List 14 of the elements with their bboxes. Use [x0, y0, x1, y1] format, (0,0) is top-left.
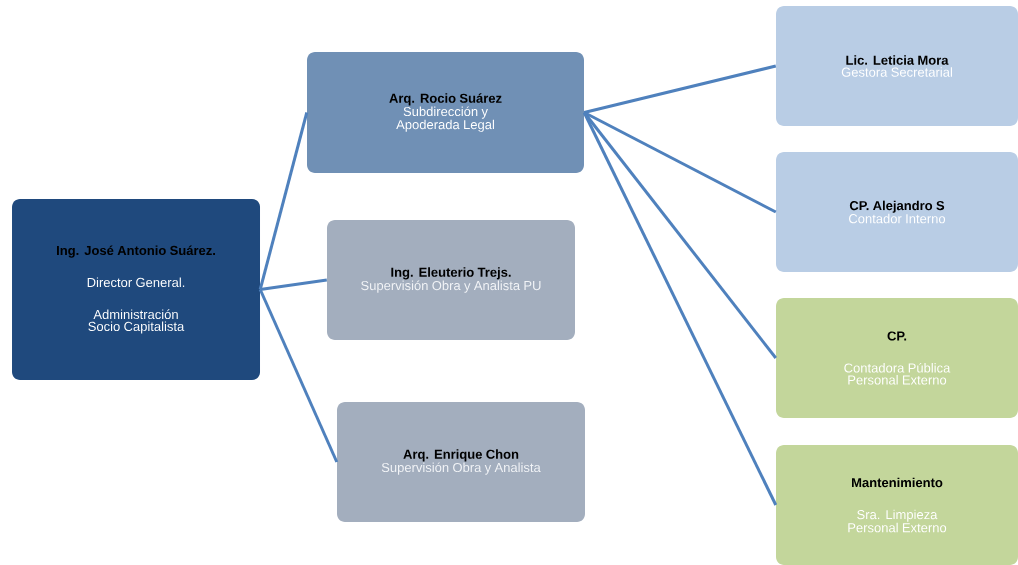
connector-line — [583, 64, 777, 114]
org-box: Arq. Enrique Chon Supervisión Obra y Analista — [337, 402, 585, 522]
org-box: Arq. Rocio Suárez Subdirección y Apoderada Legal — [307, 52, 584, 173]
connector-line — [258, 288, 339, 463]
org-box: Lic. Leticia Mora Gestora Secretarial — [776, 6, 1018, 126]
connector-line — [582, 111, 778, 506]
org-box: Ing. José Antonio Suárez. Director General. Administración Socio Capitalista — [12, 199, 260, 380]
org-box: Mantenimiento Sra. Limpieza Personal Externo — [776, 445, 1018, 565]
org-box: CP. Contadora Pública Personal Externo — [776, 298, 1018, 418]
connector-line — [583, 111, 777, 214]
connector-line — [258, 112, 309, 290]
org-box: Ing. Eleuterio Trejs. Supervisión Obra y Analista PU — [327, 220, 575, 340]
connector-line — [260, 278, 328, 291]
org-box: CP. Alejandro S Contador Interno — [776, 152, 1018, 272]
